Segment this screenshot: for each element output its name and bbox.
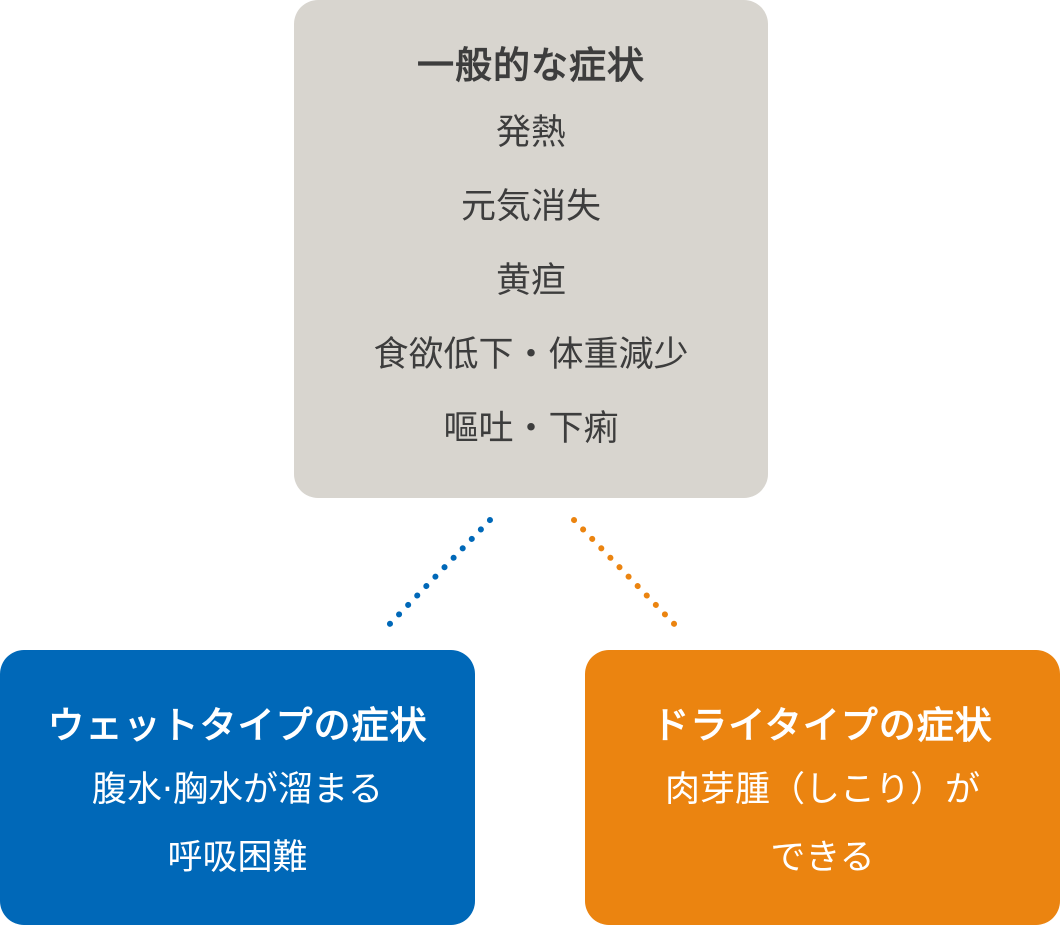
general-symptoms-title: 一般的な症状 (417, 44, 645, 87)
general-symptom-item: 嘔吐・下痢 (443, 409, 619, 449)
dry-type-title: ドライタイプの症状 (652, 704, 993, 747)
dry-symptom-item: できる (770, 838, 875, 878)
general-symptom-item: 黄疸 (495, 261, 566, 301)
wet-connector-line (381, 517, 493, 633)
general-symptom-item: 元気消失 (460, 187, 601, 227)
general-symptom-item: 食欲低下・体重減少 (373, 335, 689, 375)
wet-symptom-item: 腹水·胸水が溜まる (91, 770, 384, 810)
wet-type-title: ウェットタイプの症状 (47, 704, 428, 747)
general-symptoms-box: 一般的な症状 発熱 元気消失 黄疸 食欲低下・体重減少 嘔吐・下痢 (294, 0, 768, 498)
dry-type-symptoms-box: ドライタイプの症状 肉芽腫（しこり）が できる (585, 650, 1060, 925)
wet-symptom-item: 呼吸困難 (167, 838, 308, 878)
general-symptom-item: 発熱 (495, 113, 566, 153)
dry-symptom-item: 肉芽腫（しこり）が (664, 770, 980, 810)
wet-type-symptoms-box: ウェットタイプの症状 腹水·胸水が溜まる 呼吸困難 (0, 650, 475, 925)
dry-connector-line (571, 517, 683, 633)
